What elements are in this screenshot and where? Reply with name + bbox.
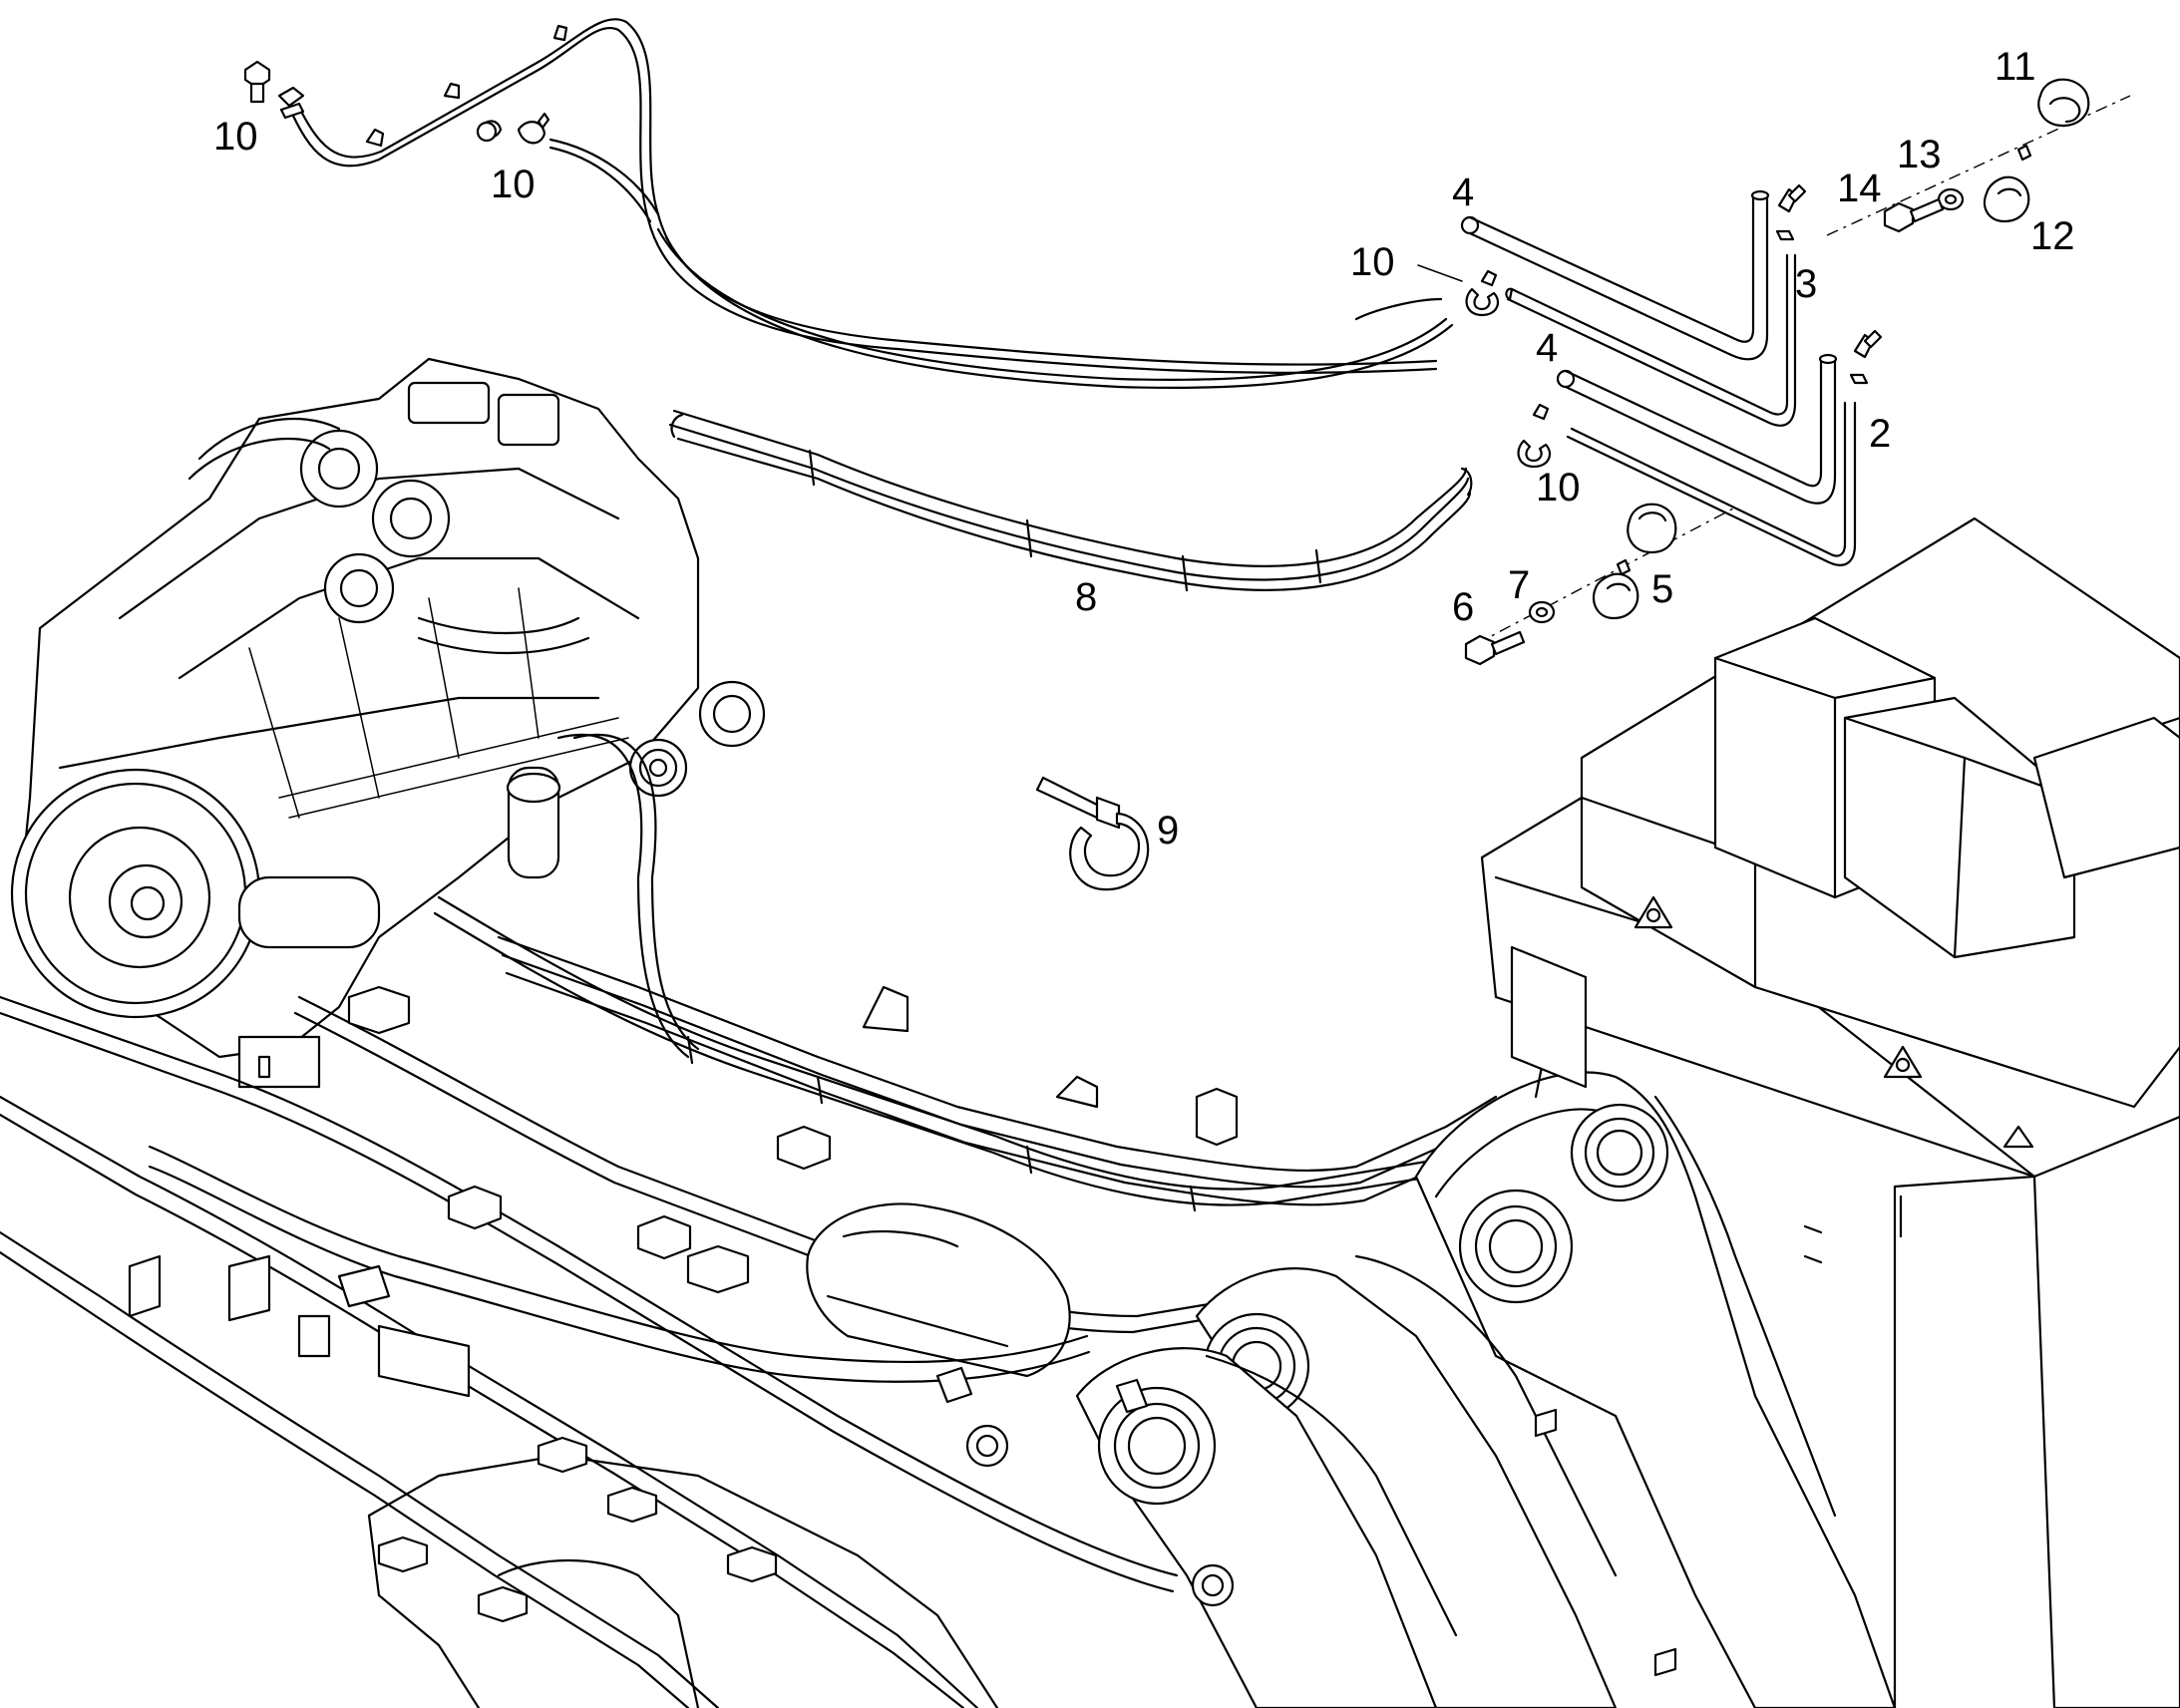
clamp-assembly-5-7 <box>1464 503 1734 666</box>
callout-10-c: 10 <box>1350 240 1395 284</box>
fitting-group-top-left <box>243 24 568 148</box>
callout-4-b: 4 <box>1536 326 1558 370</box>
callout-10-d: 10 <box>1536 466 1581 510</box>
callout-6: 6 <box>1452 585 1474 629</box>
callout-14: 14 <box>1837 167 1882 210</box>
callout-10-a: 10 <box>213 115 258 159</box>
hose-top <box>289 18 1454 389</box>
engine-assembly <box>10 357 766 1089</box>
callout-4-a: 4 <box>1452 171 1474 214</box>
leader-lines <box>1417 264 1463 282</box>
callout-5: 5 <box>1651 567 1673 611</box>
callout-3: 3 <box>1795 262 1817 306</box>
callout-7: 7 <box>1508 563 1530 607</box>
loader-arms <box>965 1071 1897 1708</box>
callout-9: 9 <box>1157 809 1179 853</box>
hose-bundle-8 <box>668 409 1473 592</box>
machine-frame <box>0 895 1506 1708</box>
callout-13: 13 <box>1897 133 1942 176</box>
cable-tie-9 <box>1035 776 1150 891</box>
callout-labels: 10 10 4 10 3 4 2 10 11 13 14 12 5 7 6 8 … <box>213 45 2075 853</box>
pipe-group-right <box>1460 183 1883 566</box>
callout-8: 8 <box>1075 575 1097 619</box>
clamp-assembly-11-14 <box>1826 78 2131 236</box>
callout-10-b: 10 <box>491 163 536 206</box>
clamp-group-right <box>1465 269 1552 469</box>
callout-11: 11 <box>1995 45 2036 89</box>
callout-2: 2 <box>1869 412 1891 456</box>
rear-housing <box>1480 516 2180 1708</box>
callout-12: 12 <box>2030 214 2075 258</box>
frame-brackets <box>128 985 1677 1677</box>
